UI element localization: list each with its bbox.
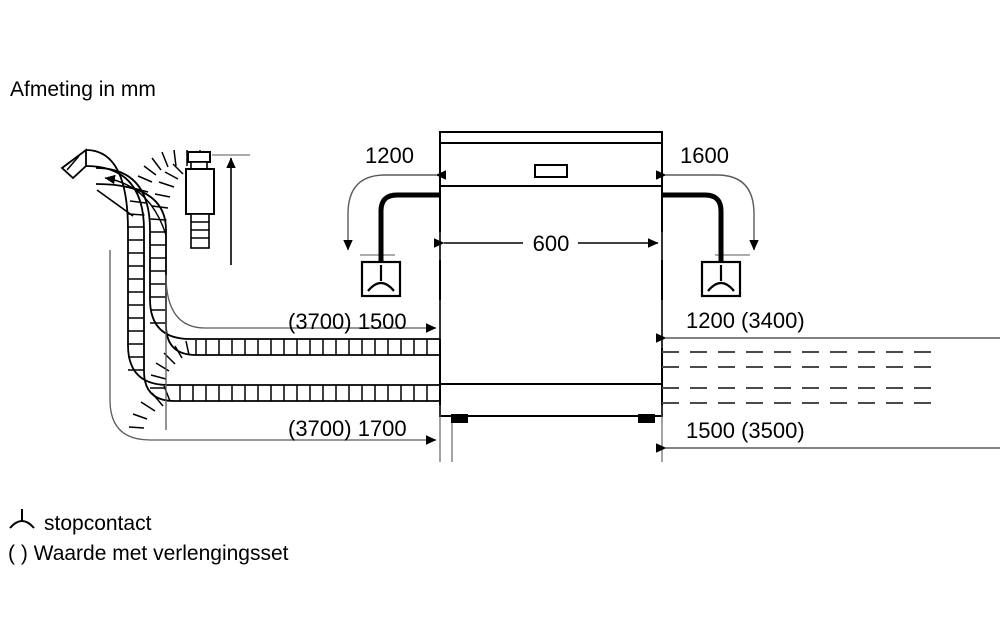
dim-1500-leader	[165, 274, 437, 430]
appliance-foot-right	[638, 414, 655, 423]
hose-direction-arrow	[104, 174, 167, 236]
valve-nut	[187, 151, 211, 163]
socket-left-arc	[367, 281, 395, 292]
power-cord-left	[378, 192, 440, 262]
supply-dashed-lines	[662, 351, 938, 404]
valve-tail	[190, 213, 210, 249]
dim-1700-label: (3700) 1700	[288, 416, 407, 441]
socket-right-arc	[707, 281, 735, 292]
socket-right	[700, 260, 742, 298]
legend-extension-label: ( ) Waarde met verlengingsset	[8, 542, 289, 565]
hose-upper-ribs-straight	[195, 339, 441, 355]
dimension-supply-lower-1500-3500: 1500 (3500)	[656, 418, 1000, 453]
hose-end-hook	[60, 148, 87, 180]
dimension-socket-right-1600: 1600	[656, 143, 759, 251]
dimension-socket-left-1200: 1200	[343, 143, 446, 251]
dim-1600-leader	[656, 170, 759, 251]
legend-power-socket-icon	[9, 509, 35, 529]
dim-1200-leader	[343, 170, 446, 251]
appliance-door	[439, 185, 663, 385]
dim-600-label: 600	[533, 231, 570, 256]
legend: stopcontact ( ) Waarde met verlengingsse…	[8, 509, 289, 565]
hose-upper-outer-edge	[95, 167, 440, 340]
dim-1200-3400-label: 1200 (3400)	[686, 308, 805, 333]
hose-upper-ribs-bend	[150, 163, 190, 389]
dimension-supply-upper-1200-3400: 1200 (3400)	[656, 308, 1000, 343]
appliance-plinth	[439, 383, 663, 417]
dimension-hose-upper-3700-1500: (3700) 1500	[165, 274, 437, 430]
appliance-foot-left	[451, 414, 468, 423]
power-cord-right	[662, 192, 724, 262]
dim-1200-label: 1200	[365, 143, 414, 168]
heading-afmeting: Afmeting in mm	[10, 78, 156, 101]
appliance-top-cap	[439, 131, 663, 144]
appliance-display-slot	[534, 164, 568, 178]
dimension-width-600: 600	[434, 231, 659, 256]
hose-arrow-tail	[96, 189, 134, 217]
legend-socket-label: stopcontact	[44, 512, 152, 535]
dim-1600-label: 1600	[680, 143, 729, 168]
aquastop-valve	[185, 151, 236, 265]
valve-body	[185, 168, 215, 215]
valve-collar	[190, 161, 208, 170]
hose-lower-outer-edge	[85, 149, 440, 386]
drain-hose-assembly	[60, 148, 441, 429]
dimension-hose-lower-3700-1700: (3700) 1700	[109, 250, 437, 445]
dim-1500-3500-label: 1500 (3500)	[686, 418, 805, 443]
dim-1500-label: (3700) 1500	[288, 309, 407, 334]
hose-upper-inner-edge	[95, 183, 440, 356]
socket-left	[360, 260, 402, 298]
appliance-dishwasher	[439, 131, 663, 423]
hose-lower-inner-edge	[85, 165, 440, 402]
dim-1700-leader	[109, 250, 437, 445]
hose-lower-ribs-straight	[179, 385, 441, 401]
